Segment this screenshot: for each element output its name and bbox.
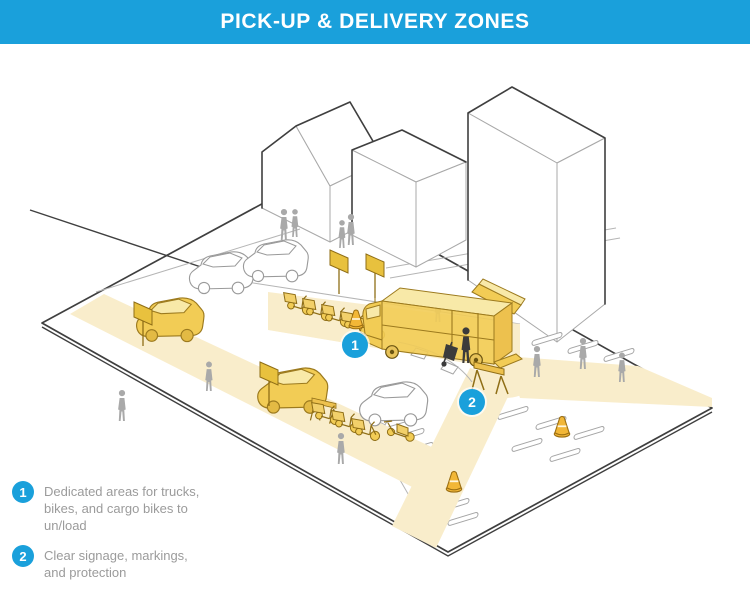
building-tower xyxy=(467,86,606,343)
legend-text-1: Dedicated areas for trucks, bikes, and c… xyxy=(44,484,200,533)
building-midrise xyxy=(351,129,467,268)
page-title: PICK-UP & DELIVERY ZONES xyxy=(220,10,530,33)
legend-item-2: 2 Clear signage, markings, and protectio… xyxy=(12,545,222,581)
legend-item-1: 1 Dedicated areas for trucks, bikes, and… xyxy=(12,481,222,534)
callout-marker-2: 2 xyxy=(459,389,485,415)
callout-marker-1: 1 xyxy=(342,332,368,358)
legend: 1 Dedicated areas for trucks, bikes, and… xyxy=(12,481,222,592)
legend-text-2: Clear signage, markings, and protection xyxy=(44,548,188,580)
legend-marker-2: 2 xyxy=(12,545,34,567)
title-bar: PICK-UP & DELIVERY ZONES xyxy=(0,0,750,44)
legend-marker-1: 1 xyxy=(12,481,34,503)
delivery-worker xyxy=(441,327,471,367)
